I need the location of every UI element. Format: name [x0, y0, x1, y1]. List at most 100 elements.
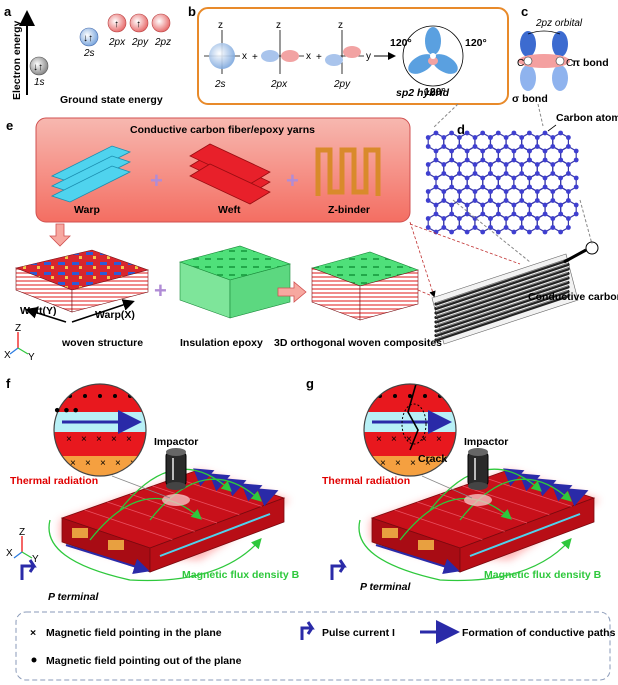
graphene-atom: [480, 148, 486, 154]
legend-paths: Formation of conductive paths: [462, 627, 616, 639]
graphene-atom: [503, 144, 509, 149]
orbital-2s: [79, 27, 99, 47]
graphene-atom: [464, 148, 470, 154]
graphene-atom: [464, 157, 470, 163]
mag-cross: ×: [111, 434, 117, 445]
panel-label-g: g: [306, 376, 314, 391]
warp-direction-arrow: [71, 299, 135, 323]
graphene-atom: [534, 225, 540, 230]
mag-cross: ×: [70, 458, 76, 469]
mag-cross: ×: [391, 434, 397, 445]
graphene-atom: [534, 171, 540, 176]
carbon-fiber: [434, 280, 570, 329]
graphene-atom: [441, 189, 447, 194]
graphene-atom: [457, 216, 462, 221]
graphene-atom: [441, 171, 447, 176]
b-z2: z: [276, 20, 281, 31]
graphene-atom: [464, 130, 470, 136]
b-z3: z: [338, 20, 343, 31]
graphene-atom: [573, 202, 579, 208]
graphene-atom: [495, 130, 501, 136]
impactor-body: [165, 451, 187, 487]
warp-yarns: [50, 145, 132, 203]
graphene-atom: [441, 225, 447, 230]
graphene-atom: [449, 229, 454, 235]
graphene-atom: [433, 184, 439, 190]
graphene-atom: [472, 225, 478, 230]
g-thermal-label: Thermal radiation: [322, 475, 410, 487]
legend-pulse: Pulse current I: [322, 627, 395, 639]
carbon-fiber-highlight: [435, 294, 569, 340]
mag-cross: ×: [66, 434, 72, 445]
graphene-atom: [519, 144, 525, 149]
graphene-atom: [550, 189, 556, 194]
graphene-atom: [550, 144, 556, 149]
graphene-bond: [443, 213, 460, 233]
graphene-atom: [503, 216, 509, 221]
graphene-atom: [433, 157, 439, 163]
graphene-atom: [488, 216, 493, 221]
graphene-atom: [496, 157, 501, 163]
graphene-atom: [480, 211, 486, 217]
mag-cross: ×: [85, 458, 91, 469]
graphene-atom: [542, 130, 548, 136]
graphene-atom: [425, 135, 431, 140]
graphene-atom: [519, 225, 525, 230]
front-yarn: [418, 540, 434, 550]
graphene-atom: [488, 189, 493, 194]
mag-dot: [98, 394, 102, 398]
spin-2px: ↑: [114, 19, 119, 30]
graphene-atom: [503, 162, 509, 167]
plus-2: +: [286, 168, 299, 193]
carbon-fiber-highlight: [435, 258, 569, 304]
graphene-atom: [511, 184, 517, 190]
panel-label-e: e: [6, 118, 13, 133]
graphene-atom: [503, 198, 509, 203]
graphene-atom: [449, 175, 454, 181]
mag-dot: [408, 394, 412, 398]
legend-dot-symbol: [31, 657, 37, 663]
impact-spot: [162, 494, 190, 506]
graphene-atom: [433, 148, 439, 154]
graphene-atom: [542, 175, 548, 181]
graphene-atom: [558, 157, 564, 163]
graphene-atom: [495, 175, 501, 181]
front-yarn: [72, 528, 88, 538]
graphene-bond: [427, 213, 445, 233]
spin-2s: ↓↑: [83, 33, 93, 44]
fiber-end-circle: [585, 241, 599, 255]
graphene-atom: [449, 211, 455, 217]
graphene-atom: [433, 175, 439, 181]
surface-current: [257, 488, 279, 507]
warp-dir-label: Warp(X): [95, 309, 135, 321]
axes-e: [9, 332, 29, 355]
carbon-fiber-highlight: [435, 272, 569, 317]
graphene-bond: [489, 213, 507, 233]
surface-current: [551, 483, 573, 502]
orbital-2pz: [151, 13, 171, 33]
panel-label-a: a: [4, 4, 12, 19]
composite-block: [311, 251, 419, 321]
graphene-atom: [488, 171, 493, 176]
z-binder-label: Z-binder: [328, 204, 370, 216]
graphene-atom: [527, 184, 532, 190]
cyan-layer: [469, 513, 581, 557]
graphene-atom: [425, 171, 431, 176]
graphene-bond: [536, 213, 554, 233]
graphene-atom: [527, 211, 532, 217]
magnifier-content: ××××××××××: [54, 384, 146, 476]
mag-cross: ×: [376, 434, 382, 445]
carbon-fiber: [434, 285, 570, 333]
weft-direction-arrow: [25, 306, 67, 323]
legend-box: [15, 611, 611, 681]
weft-dir-label: Weft(Y): [20, 305, 57, 317]
panel-f-specimen: ××××××××××: [20, 383, 290, 582]
front-yarn: [382, 528, 398, 538]
graphene-lattice: [425, 130, 579, 235]
graphene-atom: [534, 189, 540, 194]
graphene-atom: [558, 130, 563, 136]
zoom-line-1: [432, 103, 459, 129]
graphene-atom: [472, 189, 478, 194]
carbon-fiber: [434, 294, 570, 342]
